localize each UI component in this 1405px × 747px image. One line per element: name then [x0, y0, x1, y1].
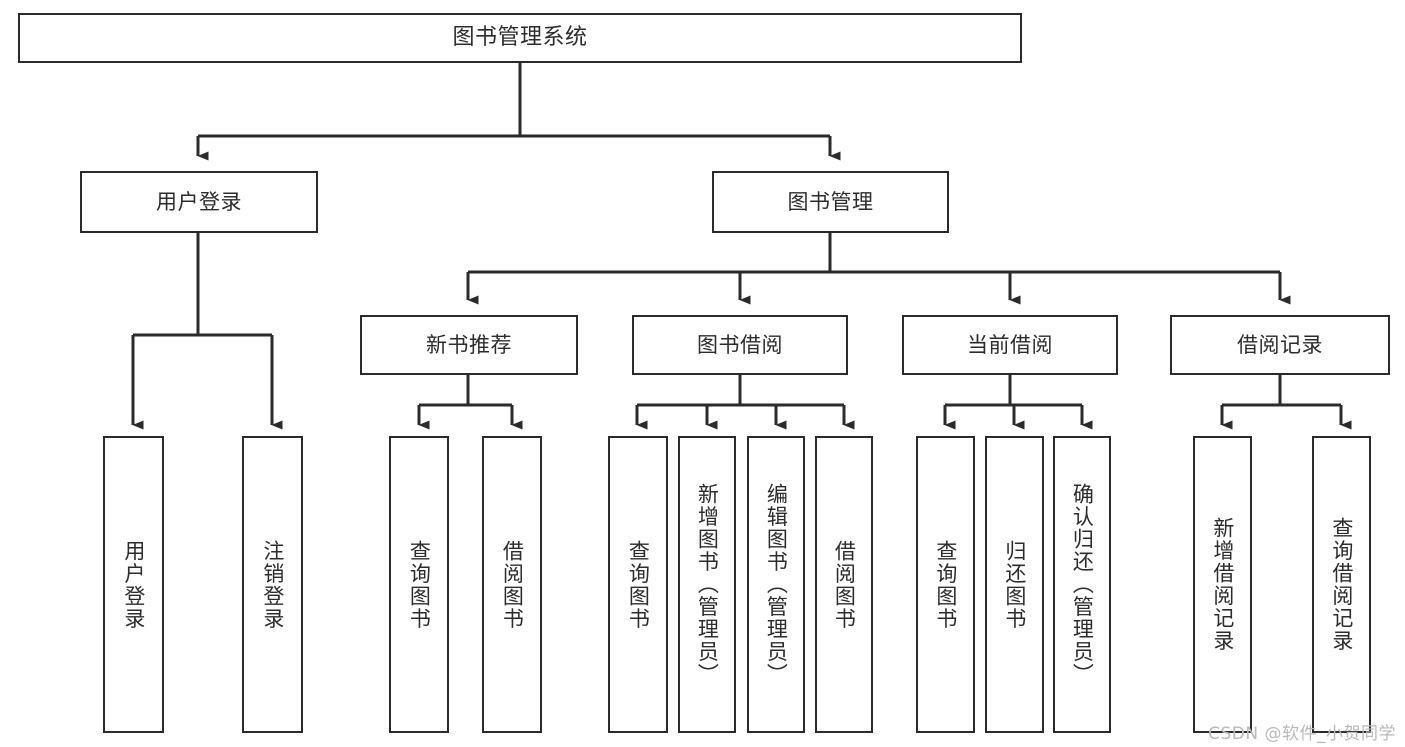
leaf-return-book[interactable]: 归还图书 — [985, 436, 1044, 733]
leaf-query-book-current[interactable]: 查询图书 — [916, 436, 975, 733]
node-label: 注销登录 — [260, 539, 285, 630]
leaf-user-login[interactable]: 用户登录 — [103, 436, 164, 733]
leaf-edit-book-admin[interactable]: 编辑图书（管理员） — [747, 436, 805, 733]
leaf-add-borrow-record[interactable]: 新增借阅记录 — [1193, 436, 1252, 733]
node-label: 查询借阅记录 — [1329, 517, 1354, 652]
node-root-library-management-system[interactable]: 图书管理系统 — [18, 13, 1022, 63]
node-borrowing-record[interactable]: 借阅记录 — [1170, 315, 1390, 375]
leaf-add-book-admin[interactable]: 新增图书（管理员） — [678, 436, 736, 733]
node-label: 借阅记录 — [1237, 332, 1323, 357]
node-label: 查询图书 — [626, 539, 651, 630]
node-book-borrowing[interactable]: 图书借阅 — [632, 315, 848, 375]
leaf-logout[interactable]: 注销登录 — [242, 436, 303, 733]
node-label: 图书借阅 — [697, 332, 783, 357]
node-label: 用户登录 — [121, 539, 146, 630]
node-label: 确认归还（管理员） — [1070, 483, 1095, 686]
node-label: 借阅图书 — [500, 539, 525, 630]
node-user-login[interactable]: 用户登录 — [80, 171, 318, 233]
leaf-confirm-return-admin[interactable]: 确认归还（管理员） — [1053, 436, 1111, 733]
node-new-book-recommendation[interactable]: 新书推荐 — [360, 315, 578, 375]
node-label: 编辑图书（管理员） — [764, 483, 789, 686]
node-current-borrowing[interactable]: 当前借阅 — [902, 315, 1118, 375]
watermark-text: CSDN @软件_小贺同学 — [1208, 724, 1396, 744]
node-label: 归还图书 — [1002, 539, 1027, 630]
leaf-borrow-book-recommend[interactable]: 借阅图书 — [482, 436, 542, 733]
leaf-query-book-recommend[interactable]: 查询图书 — [389, 436, 449, 733]
node-label: 当前借阅 — [967, 332, 1053, 357]
node-label: 借阅图书 — [832, 539, 857, 630]
node-label: 新增借阅记录 — [1210, 517, 1235, 652]
node-label: 查询图书 — [407, 539, 432, 630]
leaf-query-book-borrow[interactable]: 查询图书 — [608, 436, 668, 733]
node-label: 图书管理 — [787, 189, 874, 214]
node-label: 用户登录 — [156, 189, 242, 214]
node-book-management[interactable]: 图书管理 — [712, 171, 949, 233]
node-label: 新书推荐 — [426, 332, 512, 357]
node-label: 图书管理系统 — [452, 25, 588, 51]
leaf-borrow-book[interactable]: 借阅图书 — [815, 436, 873, 733]
node-label: 查询图书 — [933, 539, 958, 630]
node-label: 新增图书（管理员） — [695, 483, 720, 686]
leaf-query-borrow-record[interactable]: 查询借阅记录 — [1312, 436, 1371, 733]
